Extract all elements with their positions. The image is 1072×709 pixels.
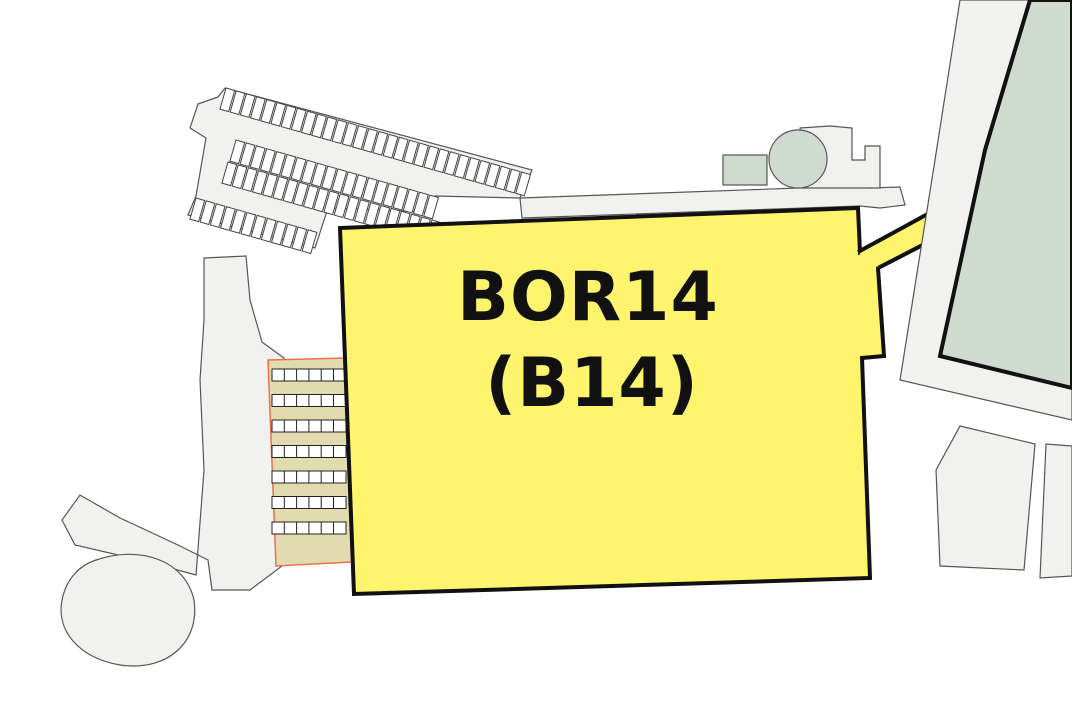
parking-stall <box>382 133 399 159</box>
parking-stall <box>231 164 248 190</box>
parking-stall <box>331 168 348 194</box>
parking-stall <box>433 148 450 174</box>
parking-stall <box>392 185 409 211</box>
parking-stall <box>262 172 279 198</box>
parking-stall <box>464 156 481 182</box>
parking-stall <box>331 119 348 145</box>
parking-stall <box>292 181 309 207</box>
parking-stall <box>272 175 289 201</box>
parking-stall <box>402 139 419 165</box>
parking-stall <box>240 211 257 237</box>
parking-stall <box>313 187 330 213</box>
parking-stall <box>219 87 236 113</box>
parking-stall <box>333 193 350 219</box>
parking-stall <box>270 101 287 127</box>
parking-stall <box>270 150 287 176</box>
parking-stall <box>484 162 501 188</box>
parking-stall <box>300 110 317 136</box>
parking-stall <box>321 165 338 191</box>
parking-stall <box>504 168 521 194</box>
parking-stall <box>321 116 338 142</box>
parking-stall <box>251 170 268 195</box>
building-code-label: BOR14 <box>457 258 719 337</box>
parking-stall <box>301 229 318 255</box>
parking-stall <box>343 196 360 222</box>
parking-stall <box>239 142 256 168</box>
parking-stall <box>260 217 277 243</box>
round-tank <box>768 129 828 189</box>
small-structures <box>722 125 881 189</box>
parking-stall <box>189 197 206 223</box>
parking-stall <box>453 154 470 179</box>
parking-stall <box>423 145 440 171</box>
plot-lower-right <box>1039 443 1072 579</box>
parking-stall <box>250 214 267 240</box>
parking-stall <box>353 199 370 224</box>
parking-stall <box>280 104 297 130</box>
parking-stall <box>302 184 319 210</box>
parking-stall <box>341 171 358 197</box>
parking-stall <box>372 179 389 205</box>
left-path <box>61 255 291 591</box>
green-shed <box>722 154 768 186</box>
parking-stall <box>300 159 317 185</box>
round-lawn <box>60 553 196 667</box>
parking-stall <box>362 127 379 153</box>
parking-stall <box>290 107 307 133</box>
parking-stall <box>199 200 216 226</box>
parking-stall <box>474 159 491 185</box>
parking-stall <box>221 161 238 187</box>
parking-stall <box>230 208 247 234</box>
bike-shelter-area <box>267 357 353 567</box>
parking-stall <box>290 156 307 182</box>
parking-stall <box>494 165 511 191</box>
parking-stall <box>241 167 258 193</box>
parking-stall <box>260 98 277 124</box>
parking-stall <box>229 90 246 116</box>
parking-stall <box>281 223 298 249</box>
parking-stall <box>323 190 340 216</box>
parking-stall <box>372 130 389 156</box>
plot-lower-left <box>935 425 1036 571</box>
parking-stall <box>413 142 430 168</box>
parking-stall <box>341 122 358 148</box>
parking-stall <box>392 136 409 162</box>
parking-stall <box>351 174 368 200</box>
parking-stall <box>249 96 266 121</box>
parking-lot <box>187 87 533 255</box>
parking-stall <box>423 194 440 220</box>
parking-stall <box>280 153 297 179</box>
parking-stall <box>351 125 368 150</box>
parking-stall <box>412 191 429 217</box>
parking-stall <box>291 226 308 252</box>
parking-stalls <box>189 87 532 255</box>
building-alt-label: (B14) <box>485 344 699 423</box>
parking-stall <box>282 178 299 204</box>
parking-stall <box>310 162 327 188</box>
parking-stall <box>515 171 532 197</box>
parking-stall <box>311 113 328 139</box>
parking-stall <box>443 151 460 177</box>
parking-stall <box>209 203 226 229</box>
parking-stall <box>249 145 266 171</box>
parking-stall <box>402 188 419 214</box>
parking-stall <box>239 93 256 119</box>
neighbour-building[interactable] <box>937 0 1072 391</box>
parking-stall <box>219 206 236 231</box>
parking-stall <box>229 139 246 165</box>
parking-stall <box>361 177 378 202</box>
parking-stall <box>270 220 287 246</box>
parking-stall <box>382 182 399 208</box>
parking-stall <box>259 148 276 173</box>
